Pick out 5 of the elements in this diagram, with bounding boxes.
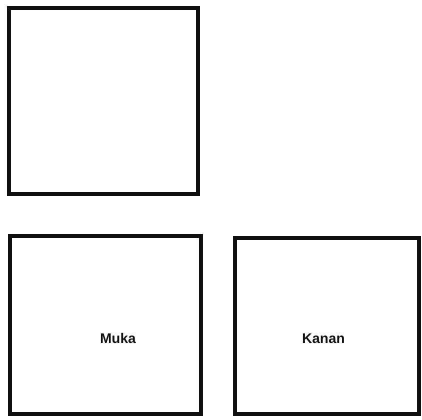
square-box — [7, 6, 200, 196]
view-label: Kanan — [302, 330, 345, 346]
view-box — [233, 236, 421, 416]
view-label: Muka — [100, 330, 136, 346]
view-box — [8, 234, 203, 416]
